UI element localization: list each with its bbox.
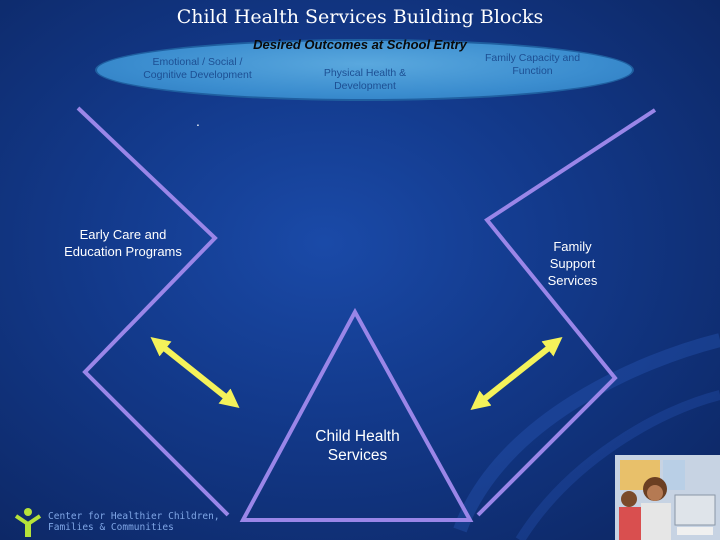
outcome-family: Family Capacity and Function	[484, 52, 581, 77]
slide-title: Child Health Services Building Blocks	[176, 6, 544, 28]
center-triangle	[239, 307, 474, 522]
family-support-label: Family Support Services	[547, 239, 598, 288]
children-at-computer-photo	[615, 455, 720, 540]
outcome-physical: Physical Health & Development	[323, 67, 407, 92]
person-tree-icon	[14, 508, 42, 537]
right-double-arrow	[470, 337, 563, 410]
left-funnel-line	[76, 106, 230, 517]
right-funnel-line	[476, 108, 657, 517]
early-care-label: Early Care and Education Programs	[64, 227, 182, 259]
background-swirl	[453, 333, 720, 540]
left-double-arrow	[150, 337, 240, 408]
outcomes-ellipse	[95, 39, 634, 101]
outcomes-title: Desired Outcomes at School Entry	[253, 37, 467, 52]
logo-text: Center for Healthier Children, Families …	[48, 511, 220, 533]
child-health-label: Child Health Services	[315, 428, 400, 464]
outcome-emotional: Emotional / Social / Cognitive Developme…	[143, 56, 252, 81]
separator-dot: .	[196, 113, 200, 129]
